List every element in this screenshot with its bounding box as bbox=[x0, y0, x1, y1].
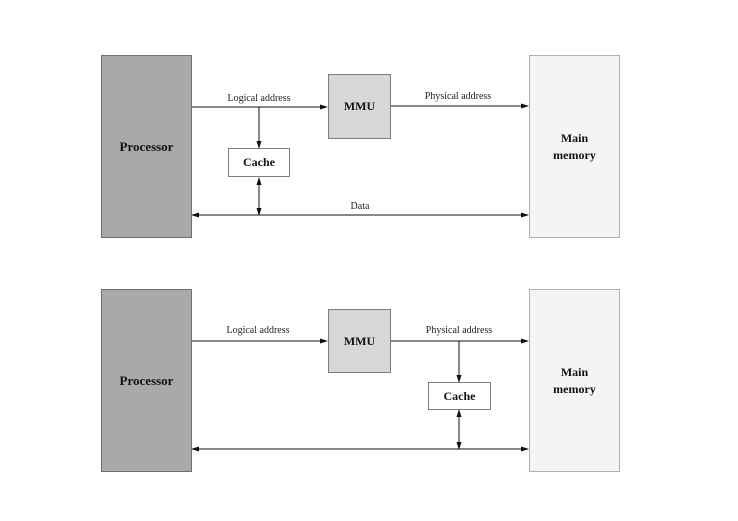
mmu-box: MMU bbox=[328, 309, 391, 373]
cache-label: Cache bbox=[443, 388, 476, 403]
main-memory-label: Main memory bbox=[553, 130, 596, 162]
main-memory-label: Main memory bbox=[553, 364, 596, 396]
data-label: Data bbox=[350, 201, 370, 212]
mmu-label: MMU bbox=[343, 333, 376, 348]
mmu-box: MMU bbox=[328, 74, 391, 139]
physical-cache-diagram: Processor MMU Cache Main memory Logical … bbox=[0, 260, 738, 520]
cache-box: Cache bbox=[428, 382, 491, 410]
processor-box: Processor bbox=[101, 289, 192, 472]
bottom-connections bbox=[191, 338, 529, 452]
logical-address-label: Logical address bbox=[227, 93, 291, 104]
logical-cache-diagram: Processor MMU Cache Main memory Logical … bbox=[0, 0, 738, 260]
top-connections bbox=[191, 103, 529, 218]
cache-box: Cache bbox=[228, 148, 290, 177]
physical-address-label: Physical address bbox=[425, 325, 493, 336]
logical-address-label: Logical address bbox=[226, 325, 290, 336]
main-memory-box: Main memory bbox=[529, 289, 620, 472]
processor-label: Processor bbox=[119, 372, 174, 388]
main-memory-box: Main memory bbox=[529, 55, 620, 238]
mmu-label: MMU bbox=[343, 99, 376, 113]
physical-address-label: Physical address bbox=[424, 91, 492, 102]
processor-label: Processor bbox=[119, 138, 174, 154]
cache-label: Cache bbox=[243, 155, 275, 169]
processor-box: Processor bbox=[101, 55, 192, 238]
